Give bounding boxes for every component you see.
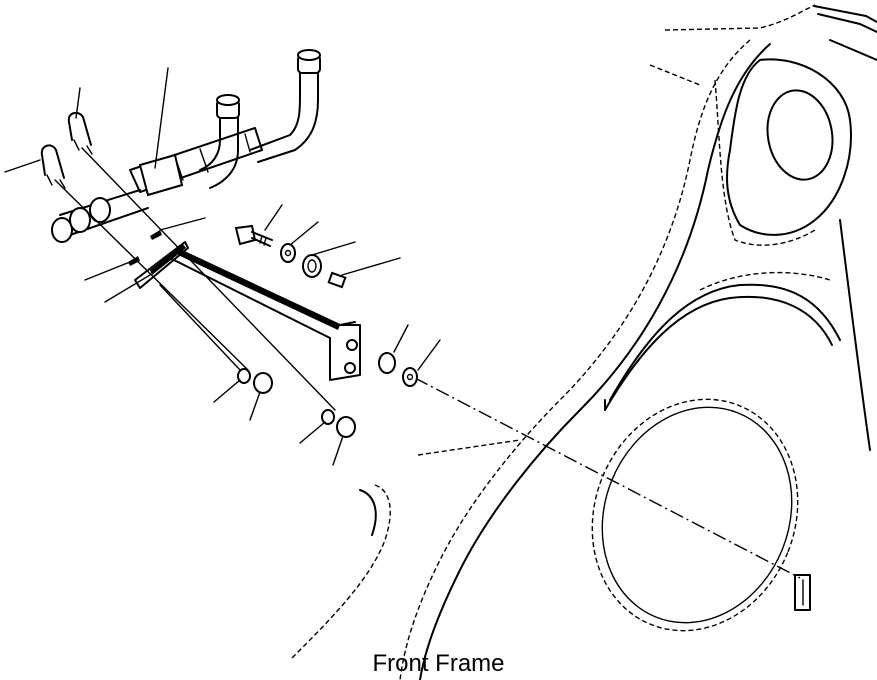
washer-right-hole — [406, 373, 414, 381]
assy-line-ubolt-2 — [81, 147, 336, 411]
frame-boss-hole — [766, 89, 834, 181]
u-bolt-1-thread — [46, 174, 66, 189]
bracket-clamp-flange-fill — [150, 244, 186, 275]
bracket-hole-2 — [344, 362, 356, 374]
hose-assembly — [51, 49, 321, 243]
hose-upper-elbow-2 — [257, 69, 319, 163]
washer-1-hole — [284, 249, 292, 257]
leader-nut-lower-2 — [332, 435, 344, 466]
leader-grommet — [311, 241, 356, 256]
hose-upper-elbow — [249, 69, 301, 151]
leader-ubolt-2 — [75, 87, 81, 119]
assy-line-ubolt-1 — [54, 179, 249, 371]
leader-ubolt-1 — [4, 159, 41, 173]
leader-nut-lower-1 — [249, 391, 261, 421]
bracket-arm-fill — [178, 250, 340, 330]
hose-upper-nut-top — [297, 49, 321, 61]
hose-left-nut — [51, 217, 73, 243]
leader-clip-3 — [159, 217, 206, 231]
nut-right — [378, 352, 396, 374]
assembly-centerline — [414, 377, 801, 579]
assy-line-bracket — [159, 284, 241, 371]
grommet — [302, 254, 322, 278]
nut-lower-1 — [253, 372, 273, 394]
frame-lower-curve-2 — [359, 489, 377, 536]
leader-washer-lower-2 — [299, 421, 326, 444]
u-bolt-2 — [67, 111, 92, 146]
frame-lower-curve — [289, 484, 391, 661]
mounting-bracket — [134, 241, 361, 381]
u-bolt-1 — [40, 144, 65, 179]
leader-nut-right — [393, 324, 409, 353]
u-bolt-2-thread — [73, 139, 93, 155]
frame-boss-outline — [714, 79, 816, 246]
leader-washer-right — [417, 339, 441, 371]
hose-mid-elbow-2 — [209, 114, 239, 189]
frame-mount-tab — [794, 574, 811, 611]
bolt-head — [234, 224, 257, 246]
hose-left-nut-3 — [89, 197, 111, 223]
assembly-lines — [54, 147, 336, 411]
bolt-thread — [259, 235, 267, 246]
hose-mid-nut-top — [216, 94, 240, 106]
leader-clip-1 — [84, 261, 131, 281]
frame-large-hole-inner — [601, 406, 793, 624]
washer-right — [402, 367, 418, 387]
leader-clip-2 — [104, 274, 151, 303]
frame-large-hole — [591, 398, 799, 632]
nut-lower-2 — [336, 416, 356, 438]
frame-boss — [726, 58, 852, 236]
u-bolts — [40, 111, 93, 189]
washer-lower-2 — [321, 409, 335, 425]
leader-spacer — [341, 257, 401, 276]
callout-leaders — [4, 67, 441, 466]
leader-washer — [289, 221, 319, 246]
frame-top-arm-inner — [817, 13, 877, 33]
grommet-inner — [307, 259, 317, 273]
hose-connector-block — [138, 153, 184, 197]
frame-web-dashed — [699, 271, 831, 291]
hose-fitting-body — [129, 127, 263, 193]
bracket-arm-bottom — [169, 257, 331, 339]
frame-web-lower — [604, 295, 833, 411]
frame-outer-contour — [664, 4, 816, 31]
spacer — [327, 271, 347, 289]
leader-washer-lower-1 — [213, 379, 241, 403]
hardware — [128, 224, 418, 438]
frame-leader-right — [649, 64, 701, 86]
leader-hose — [154, 67, 169, 169]
frame-left-edge — [399, 39, 751, 680]
hose-left-nut-2 — [69, 207, 91, 233]
frame-web-upper — [609, 283, 841, 401]
frame-leader-dashed — [417, 439, 521, 456]
clip-2 — [150, 230, 162, 240]
frame-top-arm — [813, 5, 877, 23]
frame-right-plate-edge — [839, 219, 871, 451]
bracket-arm-top — [179, 249, 356, 326]
washer-lower-1 — [237, 368, 251, 384]
leader-bolt — [264, 204, 283, 231]
bolt-shank — [251, 231, 273, 247]
bracket-end-plate — [329, 324, 361, 381]
washer-1 — [280, 243, 296, 263]
bracket-hole-1 — [346, 339, 358, 351]
clip-1 — [128, 256, 140, 266]
frame-right-plate — [829, 39, 877, 61]
front-frame — [289, 4, 877, 680]
bracket-clamp-flange — [134, 241, 189, 289]
diagram-caption: Front Frame — [372, 650, 505, 677]
